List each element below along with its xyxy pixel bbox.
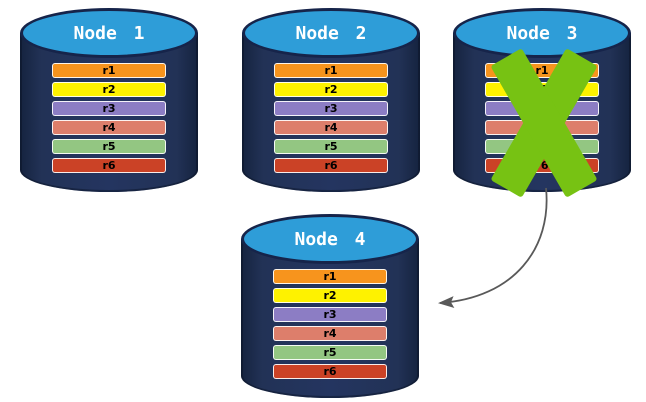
record-bar-r4: r4	[52, 120, 166, 135]
record-label: r6	[323, 364, 337, 378]
record-label: r1	[102, 63, 116, 77]
record-label: r1	[324, 63, 338, 77]
record-label: r4	[102, 120, 116, 134]
record-label: r5	[324, 139, 338, 153]
node-3-title: Node 3	[506, 23, 578, 44]
node-4-records: r1 r2 r3 r4 r5 r6	[273, 269, 387, 383]
node-4-cylinder-top: Node 4	[241, 214, 419, 264]
record-bar-r5: r5	[273, 345, 387, 360]
record-bar-r6: r6	[274, 158, 388, 173]
node-2-cylinder-top: Node 2	[242, 8, 420, 58]
record-label: r6	[324, 158, 338, 172]
record-label: r3	[324, 101, 338, 115]
node-2: Node 2 r1 r2 r3 r4 r5 r6	[242, 8, 420, 192]
record-label: r3	[535, 101, 549, 115]
node-1-cylinder-top: Node 1	[20, 8, 198, 58]
record-bar-r5: r5	[274, 139, 388, 154]
node-2-title: Node 2	[295, 23, 367, 44]
record-bar-r3: r3	[274, 101, 388, 116]
node-3: Node 3 r1 r2 r3 r4 r5 r6	[453, 8, 631, 198]
record-label: r1	[323, 269, 337, 283]
record-label: r5	[535, 139, 549, 153]
record-bar-r6: r6	[52, 158, 166, 173]
record-bar-r1: r1	[274, 63, 388, 78]
record-label: r3	[323, 307, 337, 321]
record-label: r5	[323, 345, 337, 359]
record-label: r3	[102, 101, 116, 115]
record-bar-r4: r4	[273, 326, 387, 341]
record-label: r2	[535, 82, 549, 96]
record-bar-r6: r6	[485, 158, 599, 173]
record-label: r6	[535, 158, 549, 172]
record-label: r4	[324, 120, 338, 134]
node-3-cylinder-top: Node 3	[453, 8, 631, 58]
node-4-title: Node 4	[294, 229, 366, 250]
record-label: r2	[324, 82, 338, 96]
record-bar-r6: r6	[273, 364, 387, 379]
node-1: Node 1 r1 r2 r3 r4 r5 r6	[20, 8, 198, 192]
record-label: r4	[535, 120, 549, 134]
record-bar-r3: r3	[52, 101, 166, 116]
record-bar-r3: r3	[485, 101, 599, 116]
record-label: r6	[102, 158, 116, 172]
node-1-title: Node 1	[73, 23, 145, 44]
record-bar-r4: r4	[485, 120, 599, 135]
record-label: r2	[102, 82, 116, 96]
node-2-records: r1 r2 r3 r4 r5 r6	[274, 63, 388, 177]
record-bar-r3: r3	[273, 307, 387, 322]
record-bar-r1: r1	[485, 63, 599, 78]
record-label: r5	[102, 139, 116, 153]
record-bar-r2: r2	[52, 82, 166, 97]
record-bar-r5: r5	[52, 139, 166, 154]
record-bar-r5: r5	[485, 139, 599, 154]
record-bar-r2: r2	[273, 288, 387, 303]
node-1-records: r1 r2 r3 r4 r5 r6	[52, 63, 166, 177]
record-bar-r1: r1	[273, 269, 387, 284]
record-label: r4	[323, 326, 337, 340]
record-label: r2	[323, 288, 337, 302]
record-bar-r2: r2	[485, 82, 599, 97]
record-label: r1	[535, 63, 549, 77]
record-bar-r2: r2	[274, 82, 388, 97]
node-4: Node 4 r1 r2 r3 r4 r5 r6	[241, 214, 419, 398]
record-bar-r4: r4	[274, 120, 388, 135]
node-3-records: r1 r2 r3 r4 r5 r6	[485, 63, 599, 177]
record-bar-r1: r1	[52, 63, 166, 78]
